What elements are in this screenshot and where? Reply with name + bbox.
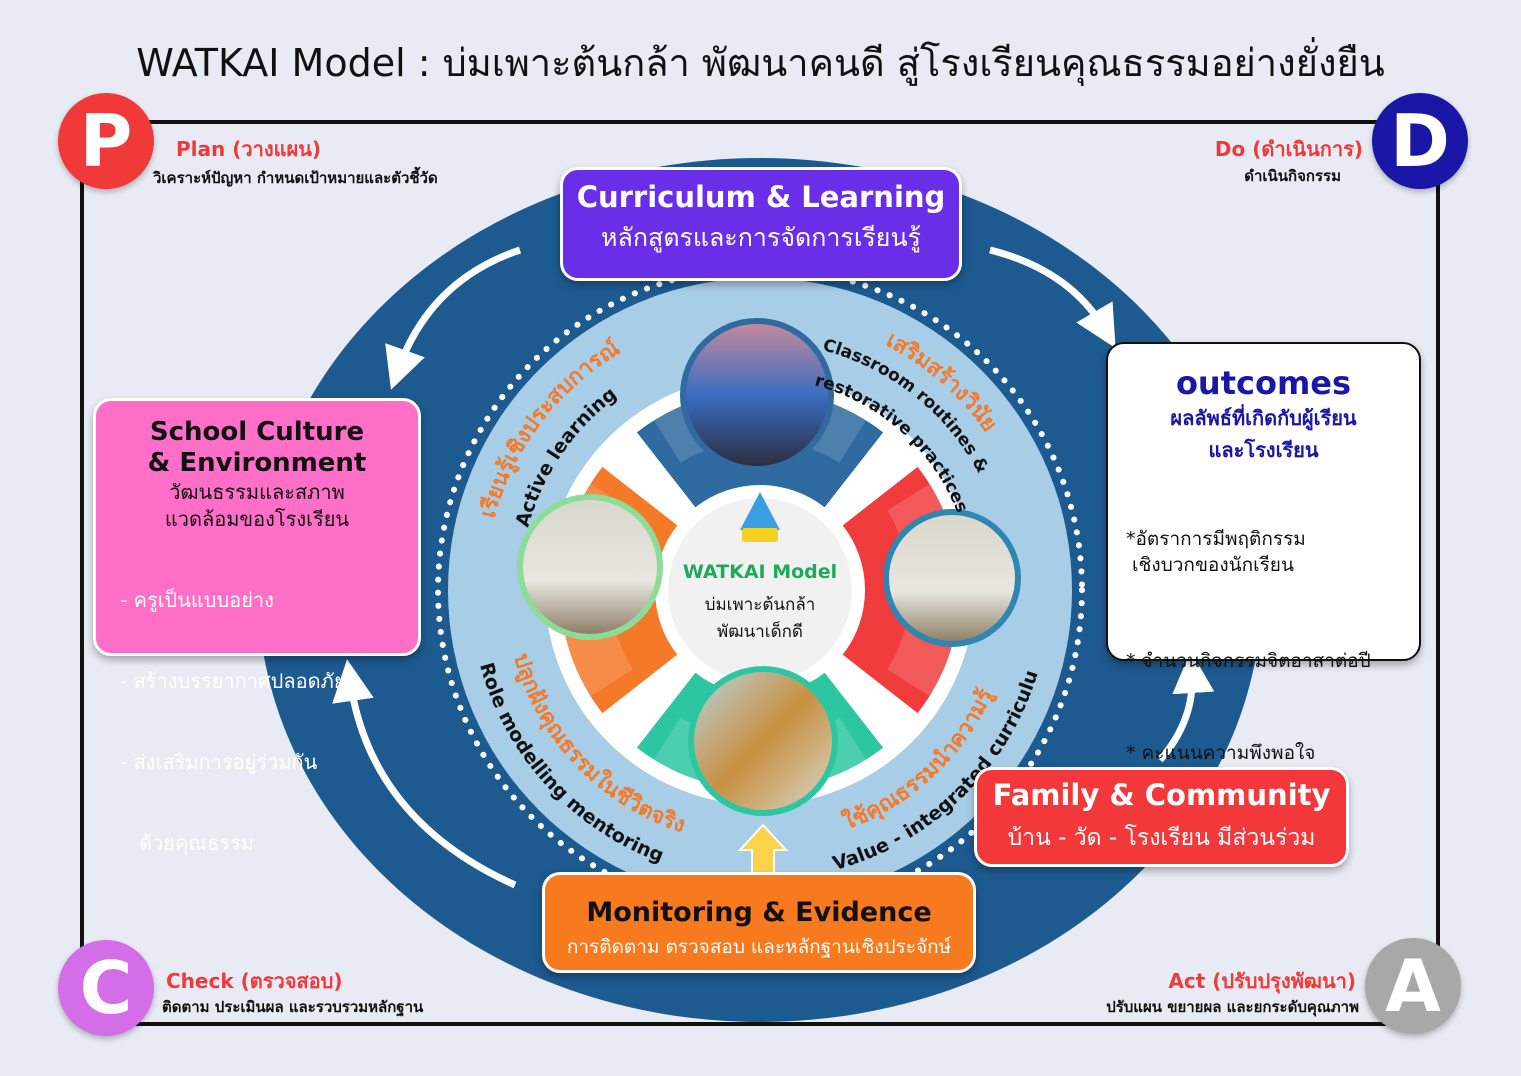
check-title: Check (ตรวจสอบ): [166, 969, 343, 993]
monitoring-box: Monitoring & Evidence การติดตาม ตรวจสอบ …: [542, 872, 976, 973]
culture-title-2: & Environment: [147, 448, 367, 478]
family-community-box: Family & Community บ้าน - วัด - โรงเรียน…: [974, 767, 1349, 867]
outcome-item-line: เชิงบวกของนักเรียน: [1126, 554, 1294, 576]
culture-item: - ครูเป็นแบบอย่าง: [120, 588, 274, 612]
act-title: Act (ปรับปรุงพัฒนา): [1168, 969, 1356, 993]
do-desc: ดำเนินกิจกรรม: [1244, 167, 1341, 185]
school-culture-box: School Culture & Environment วัฒนธรรมและ…: [93, 398, 421, 855]
center-line1: บ่มเพาะต้นกล้า: [705, 595, 816, 615]
check-letter: C: [79, 946, 133, 1030]
center-circle: [668, 498, 852, 682]
check-desc: ติดตาม ประเมินผล และรวบรวมหลักฐาน: [162, 998, 424, 1016]
family-title: Family & Community: [992, 778, 1331, 812]
do-letter: D: [1390, 99, 1450, 183]
act-desc: ปรับแผน ขยายผล และยกระดับคุณภาพ: [1106, 998, 1359, 1016]
culture-title-1: School Culture: [149, 417, 365, 447]
photo-monk-students: [688, 666, 838, 816]
do-title: Do (ดำเนินการ): [1214, 137, 1363, 161]
arrow-curriculum-outcomes: [989, 246, 1116, 349]
culture-subtitle-2: แวดล้อมของโรงเรียน: [164, 507, 350, 531]
arrow-monitoring-culture: [332, 659, 517, 889]
act-letter: A: [1385, 944, 1441, 1028]
arrow-curriculum-culture: [385, 246, 522, 390]
outcome-item: * จำนวนกิจกรรมจิตอาสาต่อปี: [1126, 648, 1419, 674]
outcomes-subtitle-2: และโรงเรียน: [1208, 438, 1319, 462]
pdca-frame: [80, 120, 1440, 1026]
center-line2: พัฒนาเด็กดี: [717, 620, 803, 642]
outcome-item-line: * คะแนนความพึงพอใจ: [1126, 742, 1316, 764]
center-title: WATKAI Model: [683, 561, 837, 583]
do-badge: D: [1372, 93, 1468, 189]
photo-teacher-cleaning: [517, 494, 663, 640]
plan-badge: P: [58, 93, 154, 189]
photo-students-meditating: [680, 318, 834, 472]
arrow-family-outcomes: [1157, 651, 1215, 763]
plan-letter: P: [79, 99, 133, 183]
monitoring-subtitle: การติดตาม ตรวจสอบ และหลักฐานเชิงประจักษ์: [566, 936, 952, 958]
outcomes-title: outcomes: [1175, 364, 1352, 402]
photos: [517, 318, 1021, 816]
school-logo-icon: [740, 492, 780, 542]
photo-classroom: [883, 509, 1021, 647]
outcome-item-line: *อัตราการมีพฤติกรรม: [1126, 528, 1306, 550]
page-title: WATKAI Model : บ่มเพาะต้นกล้า พัฒนาคนดี …: [136, 41, 1385, 85]
outcome-item-line: * จำนวนกิจกรรมจิตอาสาต่อปี: [1126, 650, 1371, 672]
family-subtitle: บ้าน - วัด - โรงเรียน มีส่วนร่วม: [1007, 825, 1316, 851]
outcomes-box: outcomes ผลลัพธ์ที่เกิดกับผู้เรียน และโร…: [1106, 342, 1421, 790]
outcomes-subtitle-1: ผลลัพธ์ที่เกิดกับผู้เรียน: [1170, 406, 1357, 430]
curriculum-subtitle: หลักสูตรและการจัดการเรียนรู้: [601, 223, 921, 252]
outcome-item: *อัตราการมีพฤติกรรม เชิงบวกของนักเรียน: [1126, 526, 1419, 578]
culture-item: ด้วยคุณธรรม: [120, 831, 254, 855]
monitoring-title: Monitoring & Evidence: [586, 897, 932, 928]
culture-item: - สร้างบรรยากาศปลอดภัย: [120, 669, 346, 693]
check-badge: C: [58, 940, 154, 1036]
culture-item: - ส่งเสริมการอยู่ร่วมกัน: [120, 750, 318, 774]
curriculum-box: Curriculum & Learning หลักสูตรและการจัดก…: [560, 167, 962, 281]
act-badge: A: [1365, 938, 1461, 1034]
curriculum-title: Curriculum & Learning: [576, 180, 946, 214]
plan-title: Plan (วางแผน): [176, 137, 321, 161]
plan-desc: วิเคราะห์ปัญหา กำหนดเป้าหมายและตัวชี้วัด: [153, 169, 438, 187]
culture-subtitle-1: วัฒนธรรมและสภาพ: [169, 480, 345, 504]
